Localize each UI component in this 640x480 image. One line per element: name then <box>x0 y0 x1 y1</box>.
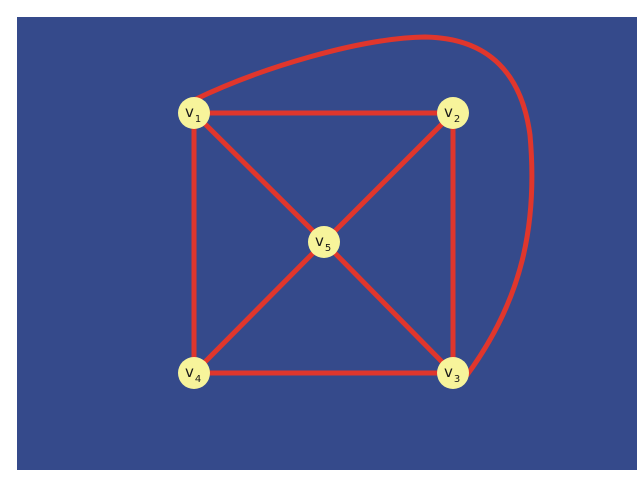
vertex-v2: v2 <box>437 97 469 129</box>
edges-layer <box>191 34 535 378</box>
vertex-v3: v3 <box>437 357 469 389</box>
edge-v5-v4 <box>191 239 327 376</box>
vertex-subscript: 2 <box>454 114 460 125</box>
vertex-circle <box>178 97 210 129</box>
vertex-v4: v4 <box>178 357 210 389</box>
edge-v2-v5 <box>321 110 456 245</box>
edge-v5-v3 <box>321 239 456 376</box>
edge-v1-v5 <box>191 110 327 245</box>
vertex-v1: v1 <box>178 97 210 129</box>
vertex-circle <box>178 357 210 389</box>
vertex-subscript: 4 <box>195 374 201 385</box>
vertex-v5: v5 <box>308 226 340 258</box>
vertex-subscript: 5 <box>325 243 331 254</box>
vertex-circle <box>437 357 469 389</box>
vertex-circle <box>308 226 340 258</box>
vertices-layer: v1 v2 v3 v4 v5 <box>178 97 469 389</box>
vertex-circle <box>437 97 469 129</box>
edge-v1-v3 <box>191 34 535 378</box>
vertex-subscript: 1 <box>195 114 201 125</box>
vertex-subscript: 3 <box>454 374 460 385</box>
